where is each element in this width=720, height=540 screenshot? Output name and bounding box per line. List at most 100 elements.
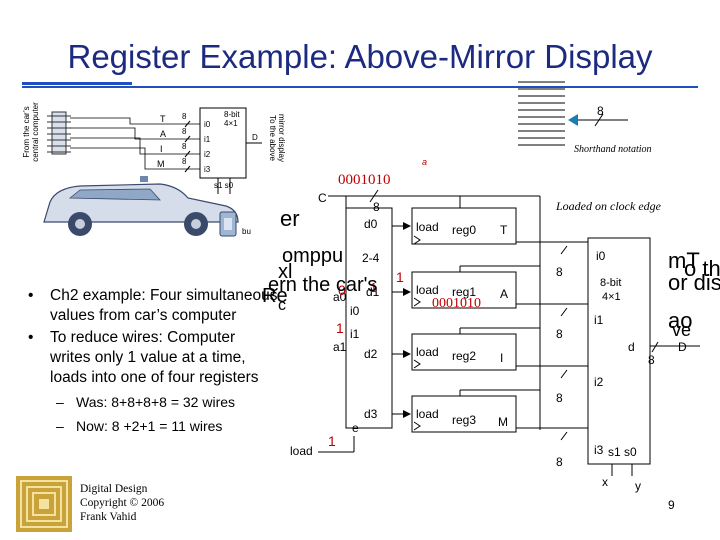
bullet-1: Ch2 example: Four simultaneous values fr…	[28, 286, 278, 326]
inset-width-0: 8	[182, 112, 187, 121]
inset-sel-label: s1 s0	[214, 181, 234, 190]
inset-bu-label: bu	[242, 227, 251, 236]
select-x: x	[602, 475, 608, 489]
slide-title: Register Example: Above-Mirror Display	[67, 38, 653, 75]
decoder-out-d2: d2	[364, 347, 378, 361]
sub-bullet-2: Now: 8 +2+1 = 11 wires	[28, 416, 278, 436]
reg1-name: reg1	[452, 285, 476, 299]
title-rule	[22, 86, 698, 88]
bullet-2-text: To reduce wires: Computer writes only 1 …	[50, 329, 259, 386]
decoder-i1: i1	[350, 327, 360, 341]
reg2-letter: I	[500, 351, 503, 365]
mux-in-i0: i0	[596, 249, 606, 263]
footer-line-1: Digital Design	[80, 483, 148, 495]
inset-out-d: D	[252, 133, 258, 142]
mux-in-i3: i3	[594, 443, 604, 457]
inset-mux-in-3: i3	[204, 165, 211, 174]
mux-out-D: D	[678, 340, 687, 354]
mux-select: s1 s0	[608, 445, 637, 459]
footer-line-3: Frank Vahid	[80, 511, 137, 523]
note-one-b: 1	[370, 280, 377, 295]
reg3-letter: M	[498, 415, 508, 429]
inset-mux-in-0: i0	[204, 120, 211, 129]
inset-mux-in-2: i2	[204, 150, 211, 159]
bullet-2: To reduce wires: Computer writes only 1 …	[28, 328, 278, 388]
decoder-in-a0: a0	[333, 290, 347, 304]
overlap-text-5: Re	[262, 285, 288, 307]
bullet-list: Ch2 example: Four simultaneous values fr…	[28, 286, 278, 436]
reg2-name: reg2	[452, 349, 476, 363]
decoder-out-d3: d3	[364, 407, 378, 421]
reg0-load: load	[416, 220, 439, 234]
decoder-in-a1: a1	[333, 340, 347, 354]
inset-to-text-1: To the above	[268, 115, 277, 161]
footer-line-2: Copyright © 2006	[80, 497, 165, 509]
mux-label-1: 8-bit	[600, 277, 621, 289]
overlap-text-1: er	[280, 206, 300, 231]
reg0-name: reg0	[452, 223, 476, 237]
alpha-note: a	[422, 157, 427, 167]
decoder-out-d0: d0	[364, 217, 378, 231]
reg2-load: load	[416, 345, 439, 359]
inset-signal-m: M	[157, 159, 165, 169]
overlap-text-10: ao	[668, 308, 692, 333]
shorthand-notation: 8 Shorthand notation	[518, 81, 652, 155]
sub-bullet-1: Was: 8+8+8+8 = 32 wires	[28, 392, 278, 412]
inset-width-3: 8	[182, 157, 187, 166]
shorthand-width: 8	[597, 104, 604, 118]
reg1-out-width: 8	[556, 327, 563, 341]
inset-mux-in-1: i1	[204, 135, 211, 144]
overlap-text-3: xl	[278, 261, 292, 283]
loaded-on-clock-edge: Loaded on clock edge	[555, 199, 662, 213]
inset-figure: From the car’s central computer T A I M …	[22, 102, 286, 237]
sub-bullet-2-text: Now: 8 +2+1 = 11 wires	[76, 418, 223, 434]
note-zero-a: 0	[338, 282, 346, 298]
mux-in-i2: i2	[594, 375, 604, 389]
bullet-1-text: Ch2 example: Four simultaneous values fr…	[50, 287, 278, 324]
overlap-text-6: c	[278, 297, 286, 314]
book-logo-icon	[16, 476, 72, 532]
decoder-enable: e	[352, 421, 359, 435]
shorthand-label: Shorthand notation	[574, 144, 652, 155]
reg3-name: reg3	[452, 413, 476, 427]
inset-to-text-2: mirror display	[277, 114, 286, 162]
reg3-load: load	[416, 407, 439, 421]
mux-label-2: 4×1	[602, 291, 621, 303]
chip-icon	[47, 111, 71, 155]
inset-mux-label-1: 8-bit	[224, 110, 240, 119]
page-number: 9	[668, 498, 675, 512]
overlap-text-9: or dis	[668, 270, 720, 295]
inset-signal-a: A	[160, 129, 166, 139]
mux-in-i1: i1	[594, 313, 604, 327]
note-one-c: 1	[336, 320, 344, 336]
footer-copyright: Digital Design Copyright © 2006 Frank Va…	[80, 482, 164, 524]
overlap-text-7: mT	[668, 248, 700, 273]
note-one-a: 1	[396, 269, 404, 285]
reg1-load: load	[416, 283, 439, 297]
mux-out-width: 8	[648, 353, 655, 367]
title-accent-bar	[22, 82, 132, 85]
binary-top-value: 0001010	[338, 172, 391, 188]
overlap-text-2: omppu	[282, 245, 343, 267]
decoder-i0: i0	[350, 304, 360, 318]
reg2-out-width: 8	[556, 391, 563, 405]
reg1-value: 0001010	[432, 296, 481, 311]
sub-bullet-1-text: Was: 8+8+8+8 = 32 wires	[76, 394, 236, 410]
overlap-text-8: o th	[684, 256, 720, 281]
inset-width-1: 8	[182, 127, 187, 136]
decoder-out-d1: d1	[366, 285, 380, 299]
inset-from-text-1: From the car’s	[22, 106, 31, 157]
note-one-d: 1	[328, 433, 336, 449]
mirror-display-icon	[219, 211, 237, 237]
inset-mux-label-2: 4×1	[224, 119, 238, 128]
select-y: y	[635, 479, 641, 493]
overlap-text-4: ern the car's	[268, 274, 377, 296]
decoder-label: 2-4	[362, 251, 380, 265]
reg3-out-width: 8	[556, 455, 563, 469]
inset-signal-t: T	[160, 114, 166, 124]
bus-width: 8	[373, 200, 380, 214]
reg0-letter: T	[500, 223, 508, 237]
bus-c-label: C	[318, 191, 327, 205]
load-input-label: load	[290, 444, 313, 458]
